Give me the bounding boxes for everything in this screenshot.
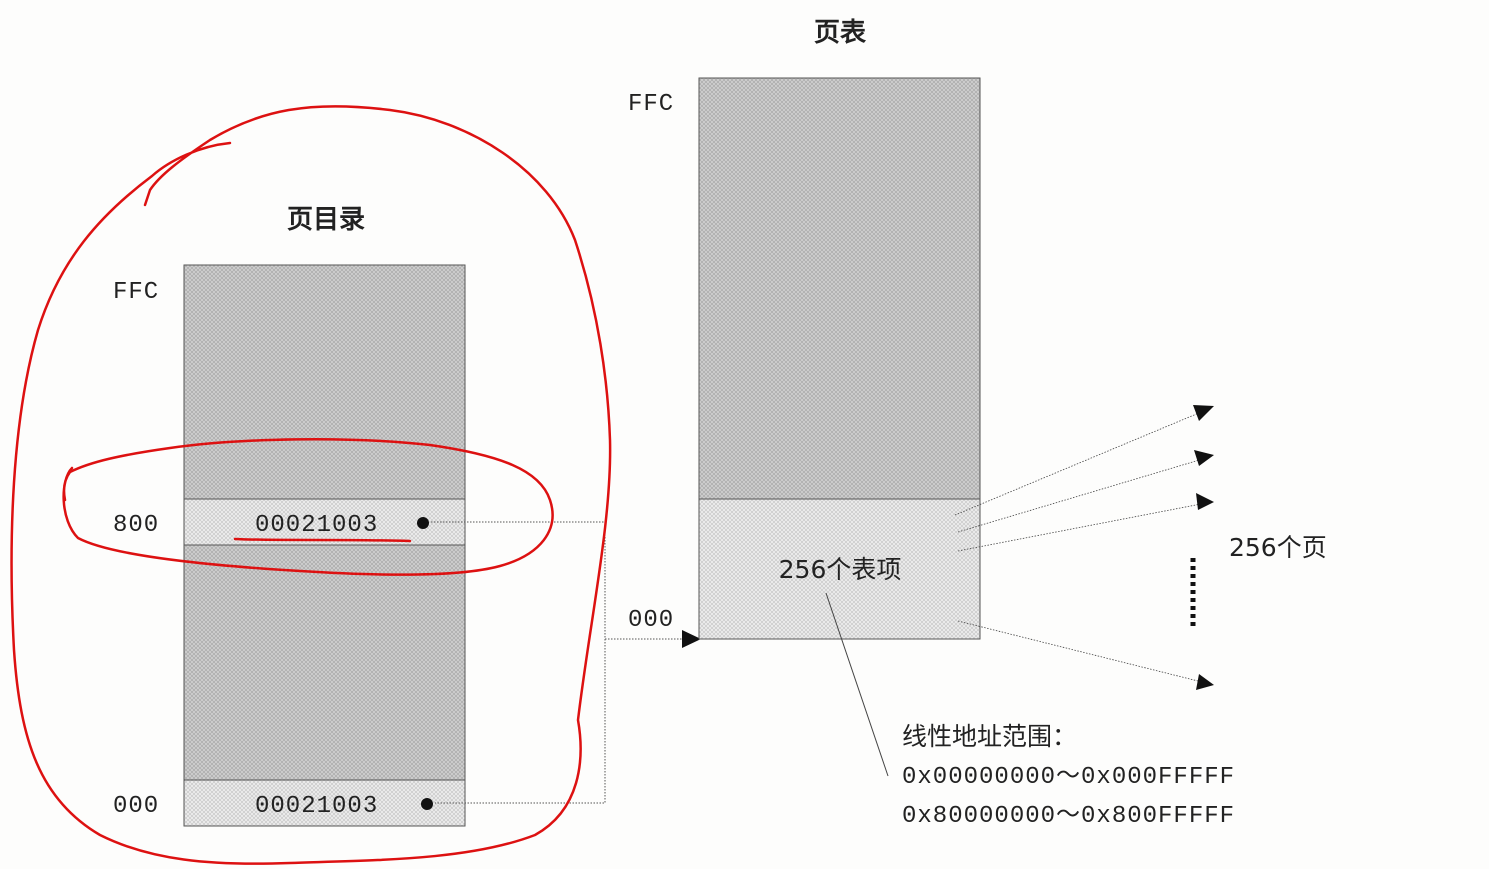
entry-value-000: 00021003 xyxy=(255,793,378,820)
page-directory-label-800: 800 xyxy=(113,512,159,539)
page-table-title: 页表 xyxy=(814,18,867,48)
range-callout-line xyxy=(825,592,889,777)
page-arrowheads xyxy=(1193,405,1214,690)
page-table-used-entries xyxy=(698,498,981,640)
entry-circle-annotation xyxy=(62,438,554,576)
pointer-connector xyxy=(431,521,606,804)
page-directory-title: 页目录 xyxy=(287,205,365,235)
page-table-box xyxy=(698,77,981,640)
linear-range-line-2: 0x80000000～0x800FFFFF xyxy=(902,803,1235,830)
pointer-arrowhead xyxy=(682,630,701,648)
underline-annotation xyxy=(233,537,412,543)
entry-pointer-dot-000 xyxy=(421,798,433,810)
entry-value-800: 00021003 xyxy=(255,512,378,539)
page-table-label-000: 000 xyxy=(628,607,674,634)
linear-range-title: 线性地址范围： xyxy=(902,722,1077,751)
page-directory-box xyxy=(183,264,466,827)
pages-count-label: 256个页 xyxy=(1229,533,1327,562)
page-table-label-ffc: FFC xyxy=(628,91,674,118)
large-circle-annotation xyxy=(10,105,612,865)
red-annotations xyxy=(10,105,612,865)
page-arrows xyxy=(954,409,1207,684)
page-directory-label-ffc: FFC xyxy=(113,279,159,306)
entry-pointer-dot-800 xyxy=(417,517,429,529)
page-directory-entry-000 xyxy=(183,779,466,827)
page-directory-label-000: 000 xyxy=(113,793,159,820)
linear-range-line-1: 0x00000000～0x000FFFFF xyxy=(902,764,1235,791)
page-table-entries-label: 256个表项 xyxy=(779,555,902,584)
